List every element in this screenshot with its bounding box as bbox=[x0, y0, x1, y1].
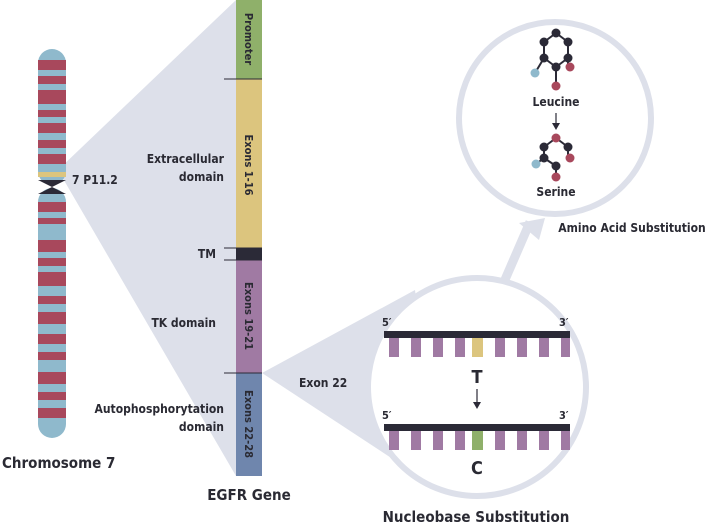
five-prime-mutant: 5′ bbox=[382, 409, 392, 422]
base bbox=[433, 338, 443, 357]
base bbox=[517, 338, 527, 357]
new-base-letter: C bbox=[471, 458, 483, 479]
base-original-highlight bbox=[472, 338, 483, 357]
five-prime-original: 5′ bbox=[382, 316, 392, 329]
chromosome-bands bbox=[38, 60, 66, 418]
segment-exons-22-28 bbox=[236, 373, 262, 476]
amino-acid-circle bbox=[456, 19, 654, 217]
base bbox=[389, 338, 399, 357]
locus-highlight bbox=[38, 172, 66, 177]
base bbox=[561, 338, 570, 357]
nucleobase-title: Nucleobase Substitution bbox=[383, 508, 570, 526]
chromosome-label: Chromosome 7 bbox=[2, 454, 115, 472]
amino-arrow bbox=[552, 113, 560, 130]
locus-label: 7 P11.2 bbox=[72, 173, 118, 187]
domain-autophos-line1: Autophosphorytation bbox=[95, 402, 225, 416]
serine-molecule bbox=[531, 133, 575, 182]
base bbox=[539, 431, 549, 450]
segment-label-exons-1-16: Exons 1-16 bbox=[242, 134, 255, 195]
serine-label: Serine bbox=[536, 185, 575, 199]
chromosome-7 bbox=[38, 49, 66, 438]
segment-exons-19-21 bbox=[236, 260, 262, 373]
gene-label: EGFR Gene bbox=[207, 486, 291, 504]
strand-backbone-original bbox=[384, 331, 570, 338]
centromere bbox=[38, 180, 66, 194]
segment-promoter bbox=[236, 0, 262, 79]
amino-acid-title: Amino Acid Substitution bbox=[558, 221, 705, 235]
substitution-arrow bbox=[473, 389, 481, 409]
dna-strand-mutant bbox=[384, 424, 570, 450]
base bbox=[411, 431, 421, 450]
strand-backbone-mutant bbox=[384, 424, 570, 431]
base bbox=[433, 431, 443, 450]
base bbox=[539, 338, 549, 357]
segment-label-exons-22-28: Exons 22-28 bbox=[242, 390, 255, 458]
domain-extracellular-line1: Extracellular bbox=[147, 152, 225, 166]
base bbox=[495, 431, 505, 450]
domain-tk-label: TK domain bbox=[151, 316, 216, 330]
segment-tm bbox=[236, 248, 262, 260]
leucine-label: Leucine bbox=[533, 95, 580, 109]
leucine-molecule bbox=[530, 28, 575, 91]
three-prime-mutant: 3′ bbox=[559, 409, 569, 422]
base bbox=[455, 338, 465, 357]
base bbox=[455, 431, 465, 450]
dna-strand-original bbox=[384, 331, 570, 357]
domain-extracellular-line2: domain bbox=[179, 170, 224, 184]
segment-label-exons-19-21: Exons 19-21 bbox=[242, 282, 255, 350]
segment-label-promoter: Promoter bbox=[242, 13, 255, 65]
base bbox=[389, 431, 399, 450]
connector-arrow bbox=[499, 218, 545, 284]
domain-autophos-line2: domain bbox=[179, 420, 224, 434]
base bbox=[411, 338, 421, 357]
exon22-label: Exon 22 bbox=[299, 376, 347, 390]
base bbox=[561, 431, 570, 450]
base-mutant-highlight bbox=[472, 431, 483, 450]
domain-tm-label: TM bbox=[198, 247, 216, 261]
base bbox=[517, 431, 527, 450]
three-prime-original: 3′ bbox=[559, 316, 569, 329]
segment-boundary-ticks bbox=[224, 78, 262, 374]
original-base-letter: T bbox=[471, 367, 482, 388]
chromosome-to-gene-callout bbox=[58, 0, 236, 476]
segment-exons-1-16 bbox=[236, 79, 262, 248]
egfr-gene-bar bbox=[236, 0, 262, 476]
base bbox=[495, 338, 505, 357]
